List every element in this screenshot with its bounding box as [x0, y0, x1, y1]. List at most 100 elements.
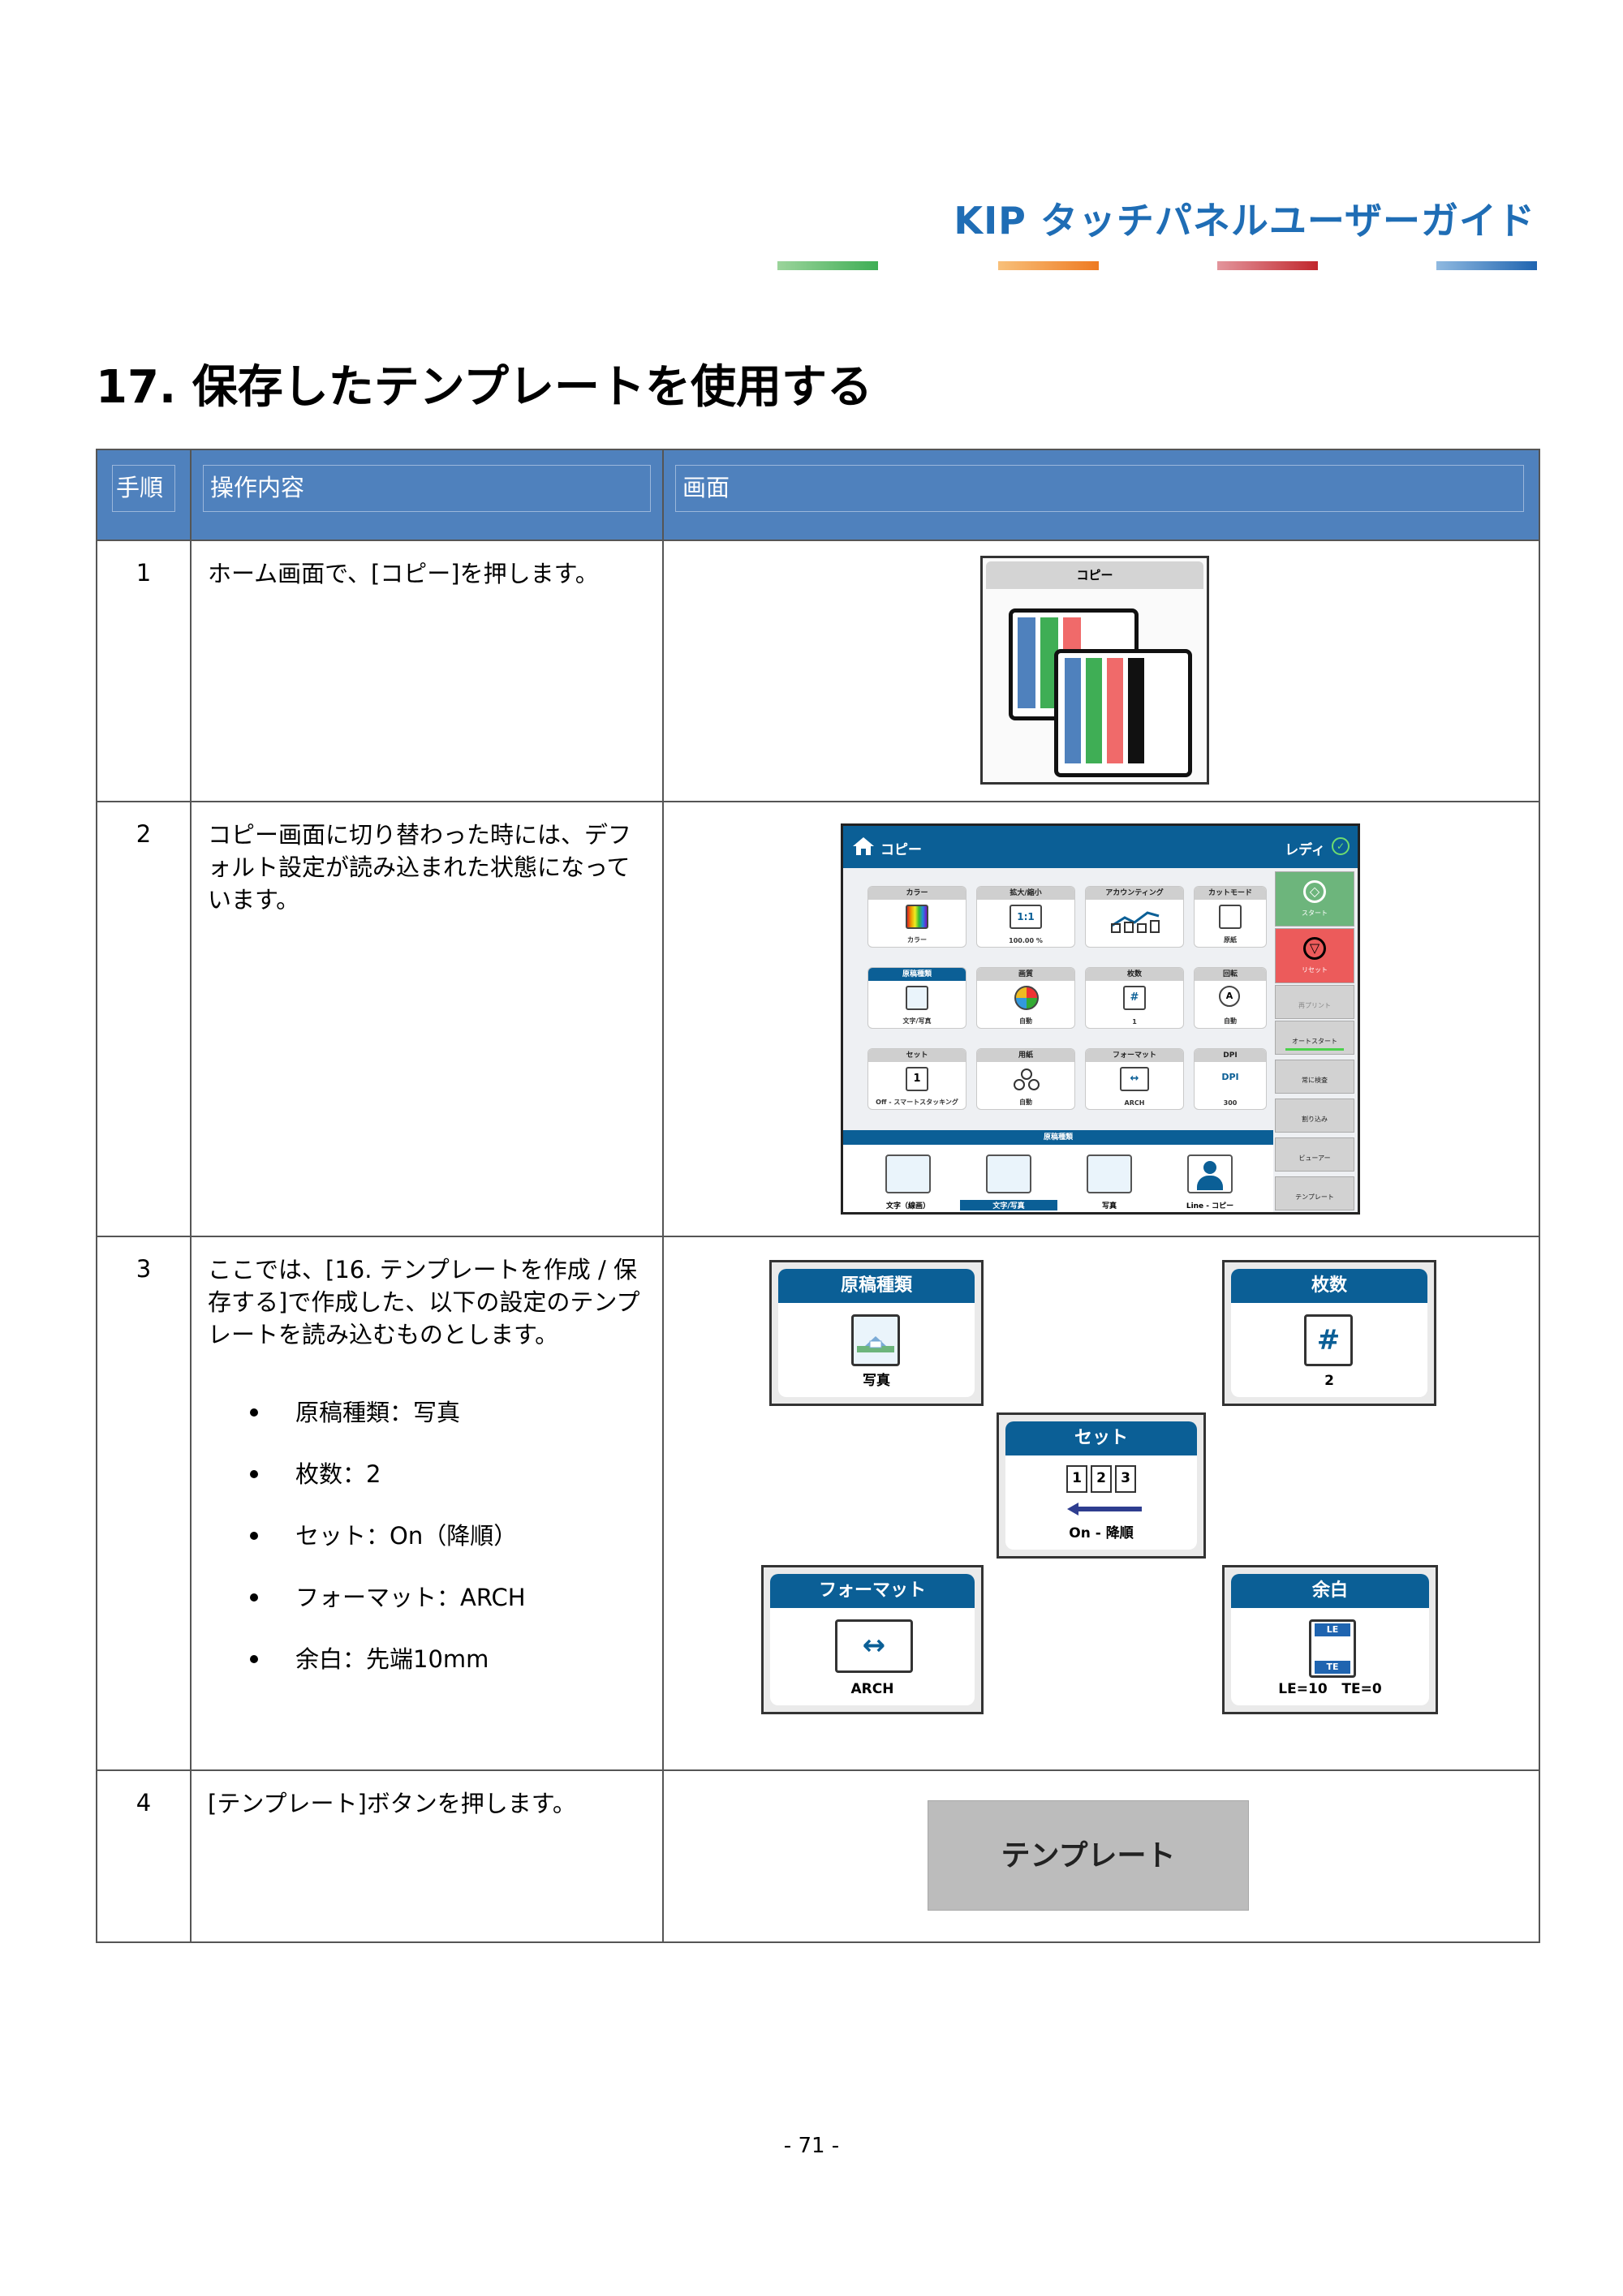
tile-paper[interactable]: 用紙 自動 [976, 1048, 1075, 1110]
interrupt-button[interactable]: 割り込み [1275, 1099, 1354, 1133]
tile-rotate[interactable]: 回転 A 自動 [1194, 967, 1267, 1029]
copy-screen-title: コピー [880, 842, 922, 858]
rotate-icon: A [1219, 986, 1240, 1007]
tile-set[interactable]: セット 1 Off - スマートスタッキング [867, 1048, 966, 1110]
list-item: 原稿種類：写真 [250, 1396, 644, 1429]
tile-accounting[interactable]: アカウンティング [1085, 886, 1184, 948]
settings-list: 原稿種類：写真 枚数：2 セット：On（降順） フォーマット：ARCH 余白：先… [208, 1396, 644, 1675]
original-type-icon [906, 986, 928, 1010]
original-type-options: 文字（線画） 文字/写真 写真 [843, 1145, 1273, 1212]
tile-original-type[interactable]: 原稿種類 文字/写真 [867, 967, 966, 1029]
card-original-type: 原稿種類 写真 [769, 1260, 984, 1406]
list-item: 余白：先端10mm [250, 1643, 644, 1675]
reprint-button[interactable]: 再プリント [1275, 985, 1354, 1019]
paper-rolls-icon [1013, 1068, 1040, 1094]
step-description: ここでは、[16. テンプレートを作成 / 保存する]で作成した、以下の設定のテ… [190, 1236, 664, 1771]
step-number: 1 [96, 540, 192, 802]
color-bar-red [1217, 261, 1318, 270]
color-bar-orange [998, 261, 1099, 270]
start-icon: ◇ [1303, 880, 1326, 903]
scale-icon: 1:1 [1010, 905, 1042, 929]
tile-cut-mode[interactable]: カットモード 原紙 [1194, 886, 1267, 948]
tile-format[interactable]: フォーマット ↔ ARCH [1085, 1048, 1184, 1110]
reset-button[interactable]: ▽ リセット [1275, 928, 1354, 983]
descending-arrow-icon [1065, 1501, 1143, 1520]
tile-copies[interactable]: 枚数 # 1 [1085, 967, 1184, 1029]
page-number: - 71 - [783, 2134, 840, 2158]
tile-color[interactable]: カラー カラー [867, 886, 966, 948]
column-header-step: 手順 [96, 449, 192, 541]
copy-screen: コピー レディ ✓ カラー カラー 拡大/縮小 1:1 100.00 % [841, 823, 1360, 1215]
hash-icon: # [1304, 1314, 1353, 1366]
line-drawing-icon [885, 1154, 931, 1193]
step-screen: テンプレート [662, 1769, 1540, 1943]
accounting-icon [1110, 909, 1162, 937]
margin-icon: LE TE [1309, 1619, 1356, 1678]
tile-dpi[interactable]: DPI DPI 300 [1194, 1048, 1267, 1110]
column-header-screen: 画面 [662, 449, 1540, 541]
template-button[interactable]: テンプレート [1275, 1176, 1354, 1210]
step-screen: コピー [662, 540, 1540, 802]
autostart-button[interactable]: オートスタート [1275, 1021, 1354, 1055]
step-description: コピー画面に切り替わった時には、デフォルト設定が読み込まれた状態になっています。 [190, 801, 664, 1237]
color-bars-icon [906, 905, 928, 929]
copy-tile[interactable]: コピー [980, 556, 1209, 785]
hash-icon: # [1123, 986, 1146, 1010]
step-description: [テンプレート]ボタンを押します。 [190, 1769, 664, 1943]
photo-icon [851, 1314, 900, 1366]
photo-icon [1087, 1154, 1132, 1193]
copy-icon-front-sheet [1054, 649, 1192, 777]
format-arrow-icon: ↔ [1120, 1067, 1149, 1091]
dpi-icon: DPI [1221, 1072, 1239, 1082]
tile-scale[interactable]: 拡大/縮小 1:1 100.00 % [976, 886, 1075, 948]
color-bar-green [777, 261, 878, 270]
autostart-indicator [1285, 1048, 1344, 1051]
table-row: 2 コピー画面に切り替わった時には、デフォルト設定が読み込まれた状態になっていま… [96, 801, 1540, 1237]
person-icon [1187, 1154, 1233, 1193]
viewer-button[interactable]: ビューアー [1275, 1137, 1354, 1172]
template-button-large[interactable]: テンプレート [928, 1800, 1249, 1911]
list-item: フォーマット：ARCH [250, 1581, 644, 1614]
list-item: 枚数：2 [250, 1458, 644, 1490]
quality-icon [1014, 986, 1039, 1010]
copy-tile-label: コピー [986, 561, 1203, 589]
status-ok-icon: ✓ [1332, 837, 1350, 855]
start-button[interactable]: ◇ スタート [1275, 871, 1354, 927]
step-screen: 原稿種類 写真 枚数 # 2 セット [662, 1236, 1540, 1771]
text-photo-icon [986, 1154, 1031, 1193]
guide-title: KIP タッチパネルユーザーガイド [954, 199, 1535, 243]
table-row: 3 ここでは、[16. テンプレートを作成 / 保存する]で作成した、以下の設定… [96, 1236, 1540, 1771]
tile-quality[interactable]: 画質 自動 [976, 967, 1075, 1029]
step-description: ホーム画面で、[コピー]を押します。 [190, 540, 664, 802]
card-copies: 枚数 # 2 [1222, 1260, 1436, 1406]
color-bar-blue [1436, 261, 1537, 270]
original-type-strip: 原稿種類 [843, 1130, 1273, 1145]
card-margin: 余白 LE TE LE=10 TE=0 [1222, 1565, 1438, 1714]
step-number: 3 [96, 1236, 192, 1771]
step-number: 2 [96, 801, 192, 1237]
cut-mode-icon [1219, 905, 1242, 929]
original-option-text-photo[interactable]: 文字/写真 [960, 1154, 1057, 1210]
step-description-text: ここでは、[16. テンプレートを作成 / 保存する]で作成した、以下の設定のテ… [208, 1256, 640, 1348]
original-option-photo[interactable]: 写真 [1061, 1154, 1158, 1210]
status-text: レディ [1285, 842, 1325, 858]
step-screen: コピー レディ ✓ カラー カラー 拡大/縮小 1:1 100.00 % [662, 801, 1540, 1237]
table-row: 4 [テンプレート]ボタンを押します。 テンプレート [96, 1769, 1540, 1943]
set-icon: 1 [906, 1067, 928, 1091]
format-arrow-icon: ↔ [835, 1619, 913, 1673]
home-icon[interactable] [851, 836, 876, 861]
always-check-button[interactable]: 常に検査 [1275, 1060, 1354, 1094]
steps-table: 手順 操作内容 画面 1 ホーム画面で、[コピー]を押します。 コピー [96, 449, 1540, 1943]
table-row: 1 ホーム画面で、[コピー]を押します。 コピー [96, 540, 1540, 802]
card-format: フォーマット ↔ ARCH [761, 1565, 984, 1714]
list-item: セット：On（降順） [250, 1520, 644, 1552]
section-title: 17. 保存したテンプレートを使用する [96, 361, 873, 414]
original-option-line-copy[interactable]: Line - コピー [1161, 1154, 1259, 1210]
copy-screen-header: コピー レディ ✓ [843, 826, 1358, 868]
column-header-operation: 操作内容 [190, 449, 664, 541]
original-option-line[interactable]: 文字（線画） [859, 1154, 957, 1210]
step-number: 4 [96, 1769, 192, 1943]
reset-icon: ▽ [1303, 937, 1326, 960]
